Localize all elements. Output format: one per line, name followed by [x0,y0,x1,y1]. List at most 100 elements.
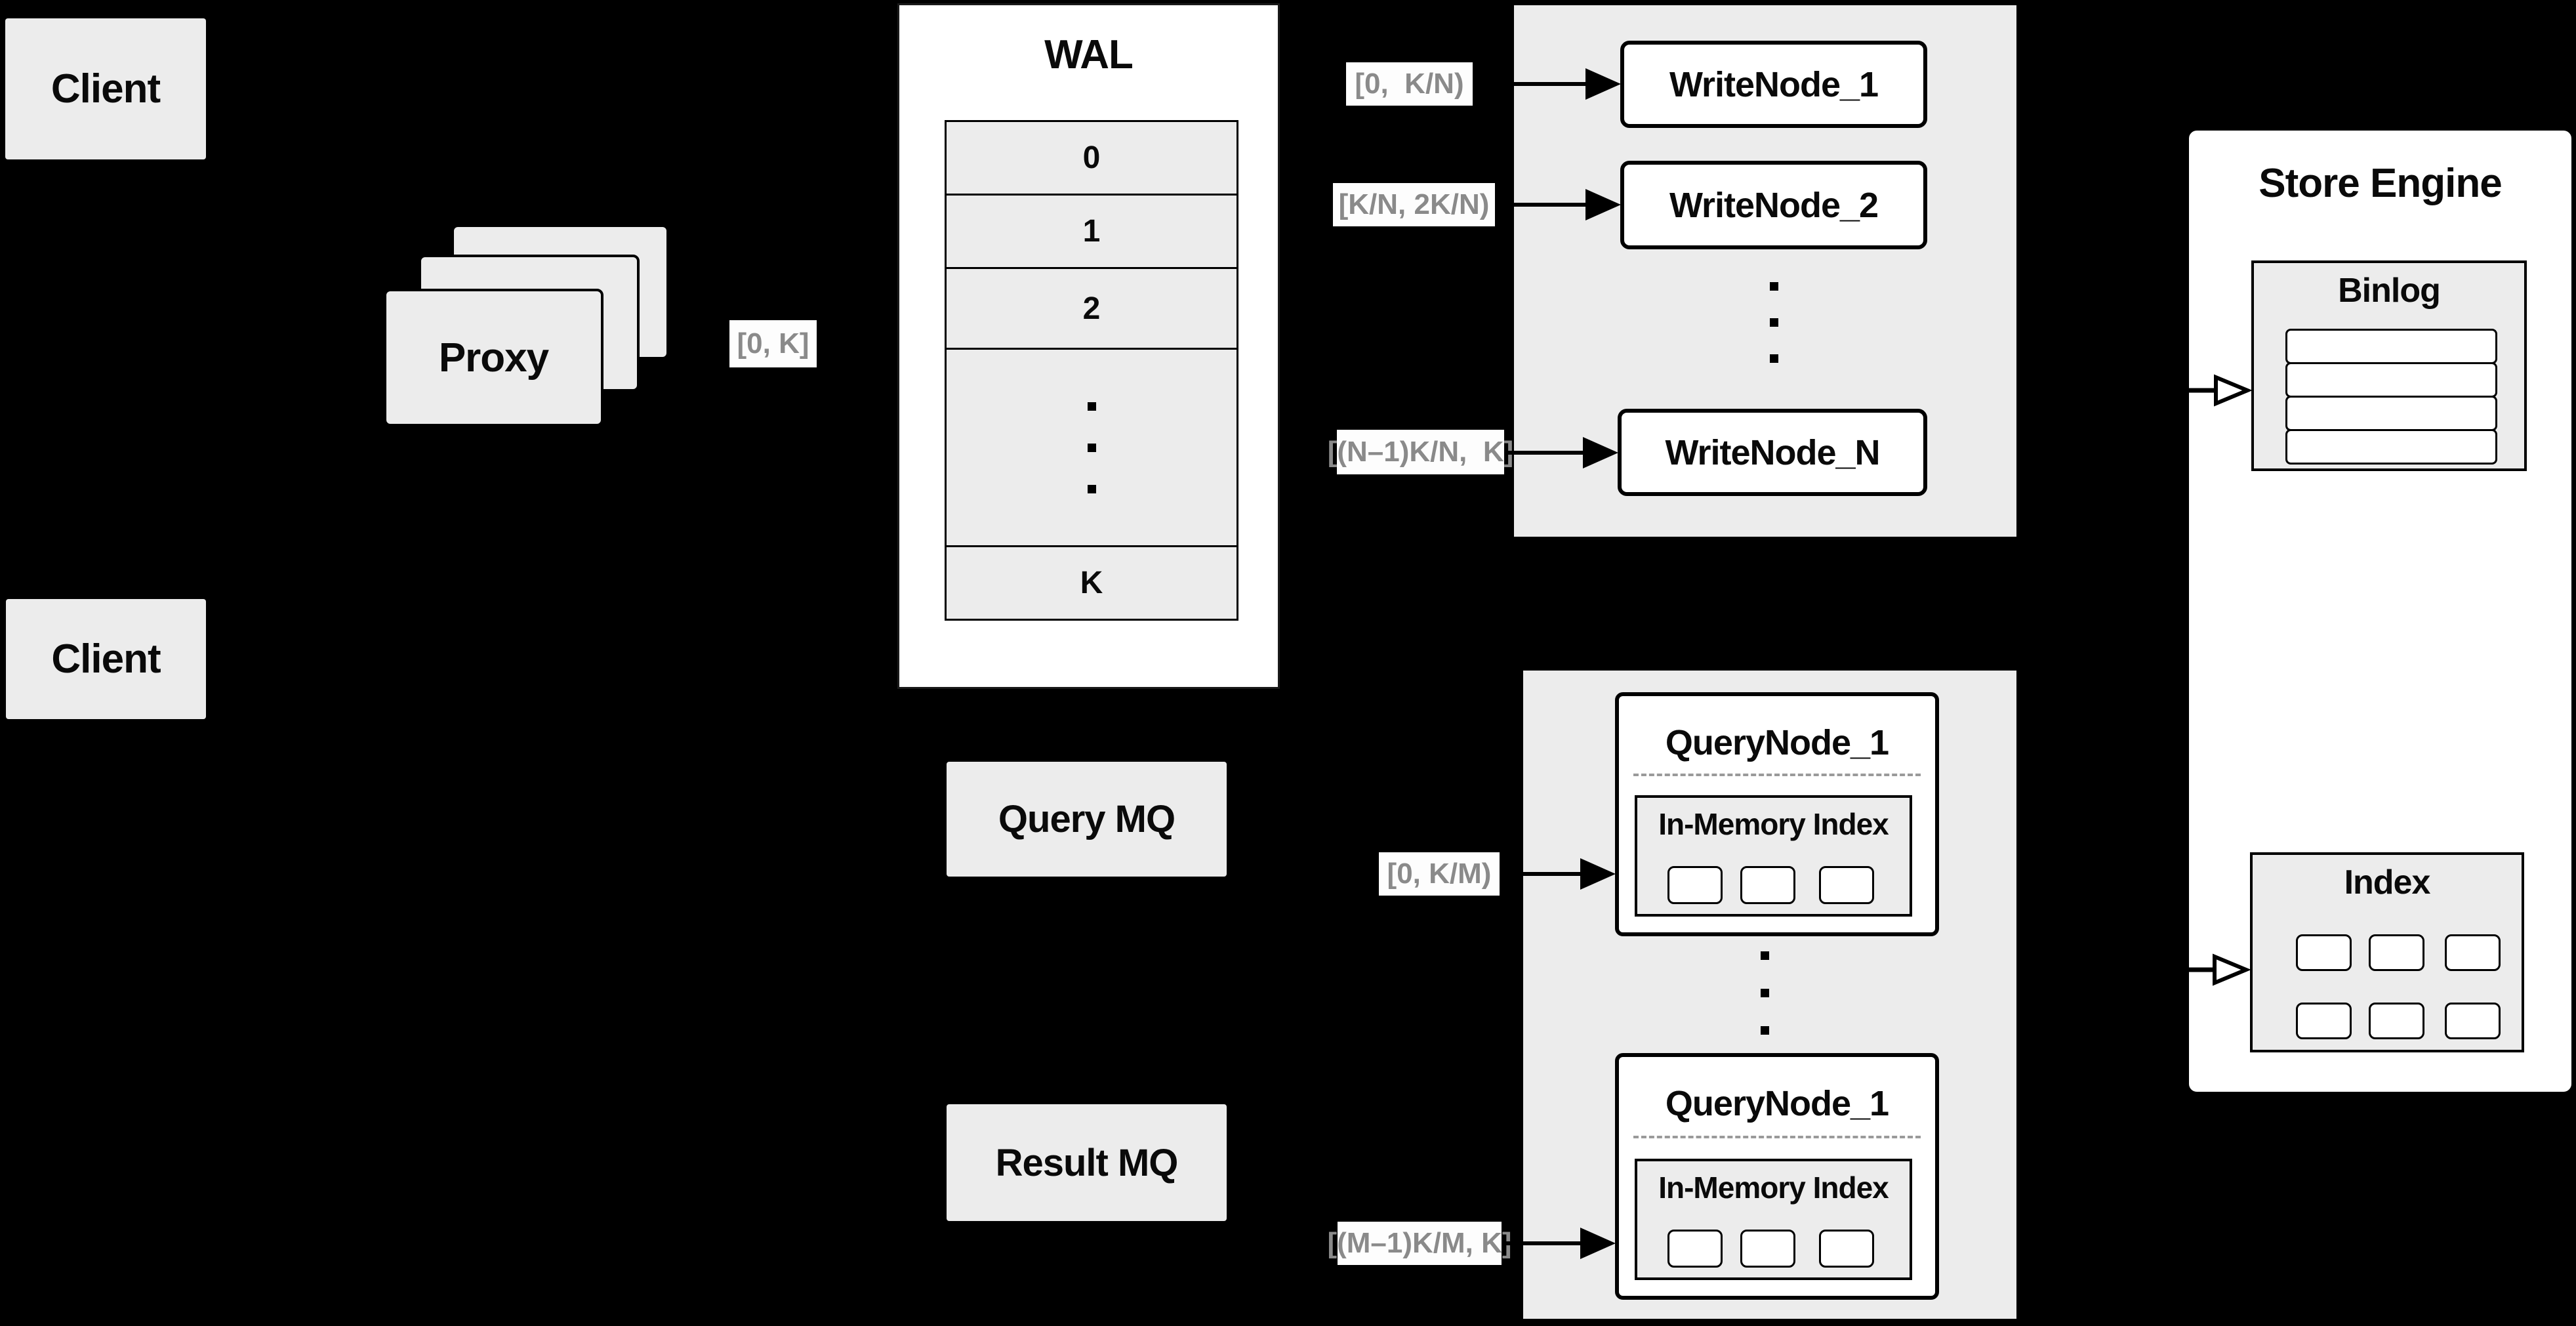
wal-row-0: 0 [945,120,1238,196]
in-memory-index-2-title: In-Memory Index [1637,1171,1910,1205]
query-node-2-title-text: QueryNode_1 [1665,1083,1889,1123]
arrow-to-writenode-n-line [1506,451,1587,455]
query-node-2-title: QueryNode_1 [1619,1075,1935,1131]
in-memory-index-2-title-text: In-Memory Index [1658,1171,1889,1205]
query-mq-box: Query MQ [947,762,1227,877]
index-cell [2296,1003,2352,1039]
ellipsis-dot [1770,354,1778,363]
index-cell [2445,934,2501,971]
arrow-to-querynode-1-head [1580,858,1616,890]
index-cell [1667,866,1723,904]
index-cell [1740,866,1795,904]
arrow-to-writenode-2-line [1497,203,1587,207]
arrow-to-index-head [2213,953,2250,986]
in-memory-index-1-box: In-Memory Index [1635,795,1912,917]
query-node-1-title-text: QueryNode_1 [1665,722,1889,762]
wal-row-k-text: K [1080,566,1103,600]
binlog-box: Binlog [2251,260,2527,471]
arrow-to-binlog-head [2214,374,2251,407]
range-label-write-2: [K/N, 2K/N) [1333,183,1495,226]
arrow-to-querynode-2-head [1580,1228,1616,1259]
query-node-2-box: QueryNode_1 In-Memory Index [1615,1053,1939,1300]
ellipsis-dot [1087,402,1096,411]
query-mq-label: Query MQ [998,798,1176,840]
query-node-2-divider [1633,1136,1921,1138]
in-memory-index-1-title-text: In-Memory Index [1658,807,1889,841]
wal-row-ellipsis [945,348,1238,547]
wal-title-text: WAL [1044,31,1134,77]
index-title-text: Index [2344,863,2431,901]
ellipsis-dot [1761,989,1769,997]
wal-row-k: K [945,545,1238,621]
write-node-ellipsis [1770,282,1778,363]
binlog-row [2285,396,2497,431]
ellipsis-dot [1087,484,1096,493]
arrow-to-binlog [2179,374,2251,407]
range-label-query-m: [(M–1)K/M, K] [1327,1222,1512,1265]
wal-box: WAL 0 1 2 K [897,3,1280,689]
binlog-row [2285,329,2497,364]
write-node-1-box: WriteNode_1 [1620,41,1927,128]
index-cell [2369,1003,2424,1039]
wal-title: WAL [899,25,1278,84]
index-cell [2369,934,2424,971]
query-node-1-divider [1633,774,1921,776]
in-memory-index-2-box: In-Memory Index [1635,1159,1912,1280]
range-label-write-1-text: [0, K/N) [1355,68,1464,100]
client-bottom-label: Client [51,636,161,682]
arrow-to-querynode-2-line [1503,1241,1582,1245]
range-label-query-1-text: [0, K/M) [1387,858,1492,890]
write-node-n-box: WriteNode_N [1618,409,1927,496]
query-node-ellipsis [1761,951,1769,1035]
index-cell [2445,1003,2501,1039]
range-label-write-1: [0, K/N) [1346,62,1473,106]
range-label-0-k-text: [0, K] [737,327,809,360]
client-top-label: Client [51,66,161,112]
client-bottom-box: Client [6,599,206,719]
query-node-1-title: QueryNode_1 [1619,715,1935,770]
arrow-to-writenode-1-head [1585,68,1621,100]
index-cell [1667,1230,1723,1268]
arrow-to-writenode-1-line [1475,82,1587,86]
client-top-box: Client [5,18,206,159]
ellipsis-dot [1770,318,1778,327]
binlog-row [2285,362,2497,398]
ellipsis-dot [1761,951,1769,960]
write-node-2-box: WriteNode_2 [1620,161,1927,249]
wal-row-0-text: 0 [1082,140,1101,175]
range-label-0-k: [0, K] [729,320,817,367]
index-title: Index [2253,863,2522,902]
proxy-label: Proxy [438,335,549,381]
ellipsis-dot [1761,1026,1769,1035]
ellipsis-dot [1087,443,1096,452]
store-engine-box: Store Engine Binlog Index [2186,128,2574,1094]
arrow-to-writenode-2-head [1585,189,1621,220]
wal-row-1: 1 [945,194,1238,269]
binlog-rows [2285,329,2497,465]
wal-row-2-text: 2 [1082,291,1101,326]
binlog-row [2285,429,2497,465]
wal-row-1-text: 1 [1082,214,1101,249]
ellipsis-dot [1770,282,1778,291]
index-box: Index [2250,852,2524,1052]
binlog-title: Binlog [2254,271,2524,310]
arrow-to-index [2179,953,2250,986]
index-cell [1819,1230,1874,1268]
write-node-2-label: WriteNode_2 [1669,185,1879,225]
range-label-write-n-text: [(N–1)K/N, K] [1327,436,1514,468]
in-memory-index-1-title: In-Memory Index [1637,807,1910,841]
index-cell [1819,866,1874,904]
result-mq-label: Result MQ [995,1141,1179,1184]
wal-row-2: 2 [945,267,1238,350]
index-cell [2296,934,2352,971]
wal-rows: 0 1 2 K [945,120,1238,621]
range-label-write-2-text: [K/N, 2K/N) [1338,188,1490,220]
index-cell [1740,1230,1795,1268]
result-mq-box: Result MQ [947,1104,1227,1221]
write-node-1-label: WriteNode_1 [1669,64,1879,104]
arrow-to-querynode-1-line [1502,872,1582,876]
proxy-card-front: Proxy [384,289,603,426]
store-engine-title: Store Engine [2189,157,2571,209]
binlog-title-text: Binlog [2338,272,2441,310]
